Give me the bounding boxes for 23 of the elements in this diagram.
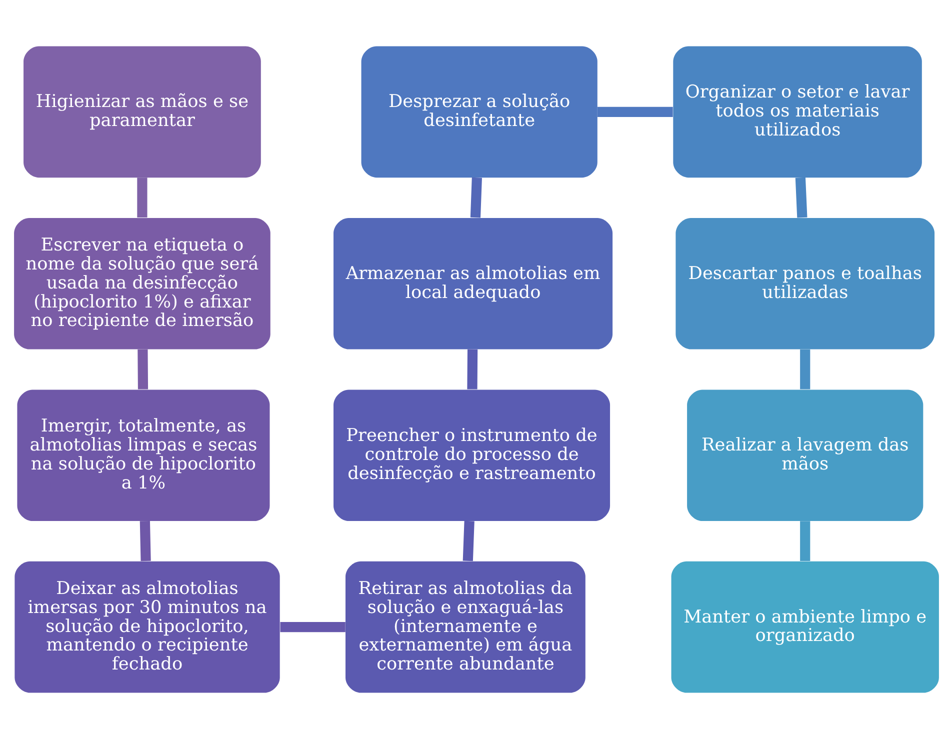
connector bbox=[794, 176, 807, 218]
node-box: Desprezar a solução desinfetante bbox=[360, 46, 597, 178]
node-box: Retirar as almotolias da solução e enxaguá-las (internamente e externamente) em água corrente abundante bbox=[345, 560, 585, 692]
node-box: Descartar panos e toalhas utilizadas bbox=[675, 217, 934, 349]
node-box: Realizar a lavagem das mãos bbox=[686, 389, 923, 521]
connector bbox=[800, 520, 810, 560]
connector bbox=[136, 177, 147, 218]
node-box: Preencher o instrumento de controle do processo de desinfecção e rastreamento bbox=[333, 389, 610, 521]
connector bbox=[280, 622, 345, 632]
connector bbox=[462, 520, 474, 561]
connector bbox=[596, 106, 672, 116]
node-box: Imergir, totalmente, as almotolias limpas e secas na solução de hipoclorito a 1% bbox=[16, 389, 270, 521]
connector bbox=[466, 348, 478, 389]
node-box: Deixar as almotolias imersas por 30 minutos na solução de hipoclorito, mantendo o recipiente fechado bbox=[14, 560, 280, 692]
connector bbox=[470, 176, 482, 218]
connector bbox=[137, 348, 148, 389]
node-box: Higienizar as mãos e se paramentar bbox=[23, 46, 260, 178]
node-box: Armazenar as almotolias em local adequado bbox=[333, 217, 612, 349]
node-box: Escrever na etiqueta o nome da solução que será usada na desinfecção (hipoclorito 1%) e afixar no recipiente de imersão bbox=[14, 217, 270, 349]
node-box: Organizar o setor e lavar todos os materiais utilizados bbox=[672, 46, 922, 178]
connector bbox=[800, 348, 810, 389]
connector bbox=[139, 520, 150, 561]
node-box: Manter o ambiente limpo e organizado bbox=[670, 560, 938, 692]
